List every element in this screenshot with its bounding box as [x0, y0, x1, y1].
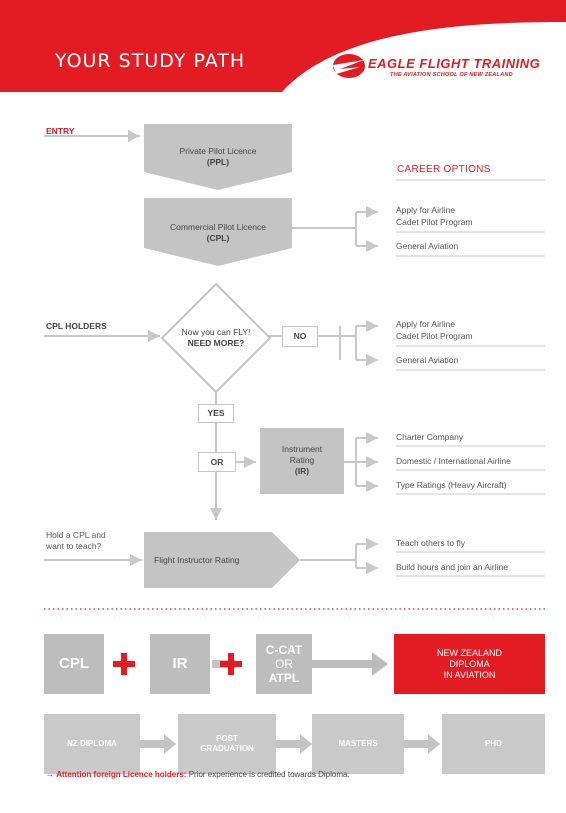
no-box: NO — [282, 326, 318, 347]
teach-line2: want to teach? — [46, 541, 102, 551]
decision-line2: NEED MORE? — [187, 338, 245, 348]
ppl-box — [144, 124, 292, 190]
yes-box: YES — [198, 404, 234, 423]
entry-label: ENTRY — [46, 126, 75, 136]
nz-diploma-tile: NEW ZEALAND DIPLOMA IN AVIATION — [394, 634, 545, 694]
ir-tile: IR — [150, 634, 210, 694]
ppl-label: Private Pilot Licence (PPL) — [144, 146, 292, 168]
ir-line3: (IR) — [294, 466, 310, 476]
ir-line2: Rating — [289, 455, 315, 465]
step-post-graduation: POST GRADUATION — [178, 714, 276, 774]
career-cpl-3: General Aviation — [396, 241, 459, 251]
ccat-line1: C-CAT — [265, 643, 303, 657]
decision-diamond — [160, 282, 272, 394]
ccat-line3: ATPL — [268, 671, 300, 685]
career-ir-2: Domestic / International Airline — [396, 456, 511, 466]
page-title: YOUR STUDY PATH — [55, 50, 246, 72]
career-no-2: Cadet Pilot Program — [396, 331, 473, 341]
nz-line2: DIPLOMA — [449, 659, 490, 669]
footer-note: → Attention foreign Licence holders: Pri… — [46, 770, 350, 779]
career-no-3: General Aviation — [396, 355, 459, 365]
career-fir-2: Build hours and join an Airline — [396, 562, 508, 572]
or-box: OR — [198, 452, 236, 472]
brand-tagline: THE AVIATION SCHOOL OF NEW ZEALAND — [390, 72, 513, 78]
cpl-line2: (CPL) — [206, 233, 230, 243]
step-masters: MASTERS — [312, 714, 404, 774]
cpl-tile: CPL — [44, 634, 104, 694]
career-cpl-1: Apply for Airline — [396, 205, 456, 215]
cpl-box — [144, 198, 292, 266]
teach-label: Hold a CPL and want to teach? — [46, 530, 106, 552]
ccat-tile: C-CAT OR ATPL — [256, 634, 312, 694]
arrow-right-icon: → — [46, 770, 54, 779]
ir-line1: Instrument — [281, 444, 323, 454]
career-fir-1: Teach others to fly — [396, 538, 465, 548]
cpl-holders-label: CPL HOLDERS — [46, 321, 107, 331]
cpl-line1: Commercial Pilot Licence — [170, 222, 266, 232]
career-heading: CAREER OPTIONS — [397, 164, 491, 175]
step-post-line2: GRADUATION — [200, 744, 254, 753]
ir-label: Instrument Rating (IR) — [260, 444, 344, 477]
career-cpl-2: Cadet Pilot Program — [396, 217, 473, 227]
decision-line1: Now you can FLY! — [181, 327, 251, 337]
step-phd: PHD — [442, 714, 545, 774]
career-ir-1: Charter Company — [396, 432, 464, 442]
ppl-line2: (PPL) — [206, 157, 230, 167]
career-ir-3: Type Ratings (Heavy Aircraft) — [396, 480, 507, 490]
nz-line3: IN AVIATION — [443, 670, 496, 680]
ppl-line1: Private Pilot Licence — [179, 146, 257, 156]
fir-label: Flight Instructor Rating — [154, 555, 240, 565]
eagle-logo-icon — [333, 54, 365, 78]
footer-note-text: Prior experience is credited towards Dip… — [186, 770, 350, 779]
footer-note-bold: Attention foreign Licence holders: — [56, 770, 187, 779]
cpl-label: Commercial Pilot Licence (CPL) — [144, 222, 292, 244]
ir-box — [260, 428, 344, 494]
decision-text: Now you can FLY! NEED MORE? — [166, 327, 266, 349]
header-banner — [0, 0, 566, 92]
ccat-line2: OR — [275, 657, 293, 671]
step-nz-diploma: NZ DIPLOMA — [44, 714, 140, 774]
fir-box — [144, 532, 300, 588]
brand-name: EAGLE FLIGHT TRAINING — [368, 56, 541, 71]
teach-line1: Hold a CPL and — [46, 530, 106, 540]
career-no-1: Apply for Airline — [396, 319, 456, 329]
nz-line1: NEW ZEALAND — [436, 648, 502, 658]
step-post-line1: POST — [216, 734, 238, 743]
